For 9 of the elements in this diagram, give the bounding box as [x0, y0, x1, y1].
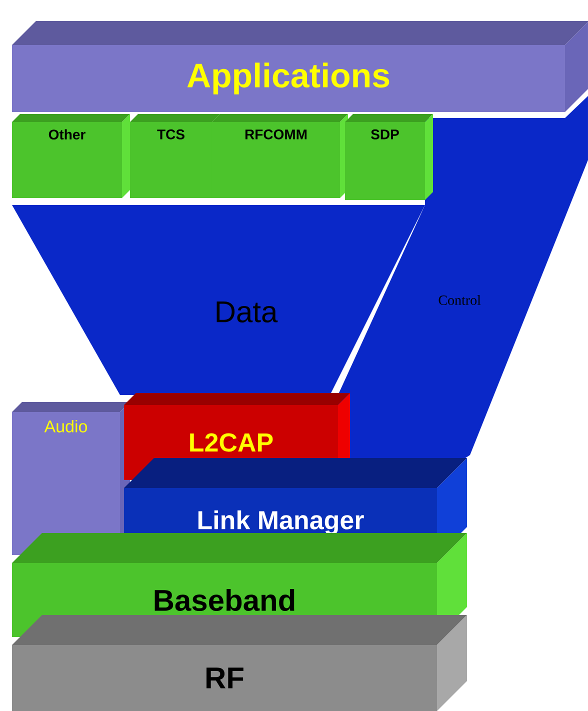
- node-label: RFCOMM: [245, 129, 307, 140]
- protocol-box: TCS: [130, 114, 220, 198]
- node-label: Data: [216, 302, 278, 322]
- protocol-box: Other: [12, 114, 130, 198]
- layer-box: Applications: [12, 21, 588, 112]
- protocol-box: RFCOMM: [212, 114, 348, 198]
- protocol-box: SDP: [345, 114, 433, 200]
- layer-box: RF: [12, 615, 467, 711]
- node-label: TCS: [157, 129, 184, 140]
